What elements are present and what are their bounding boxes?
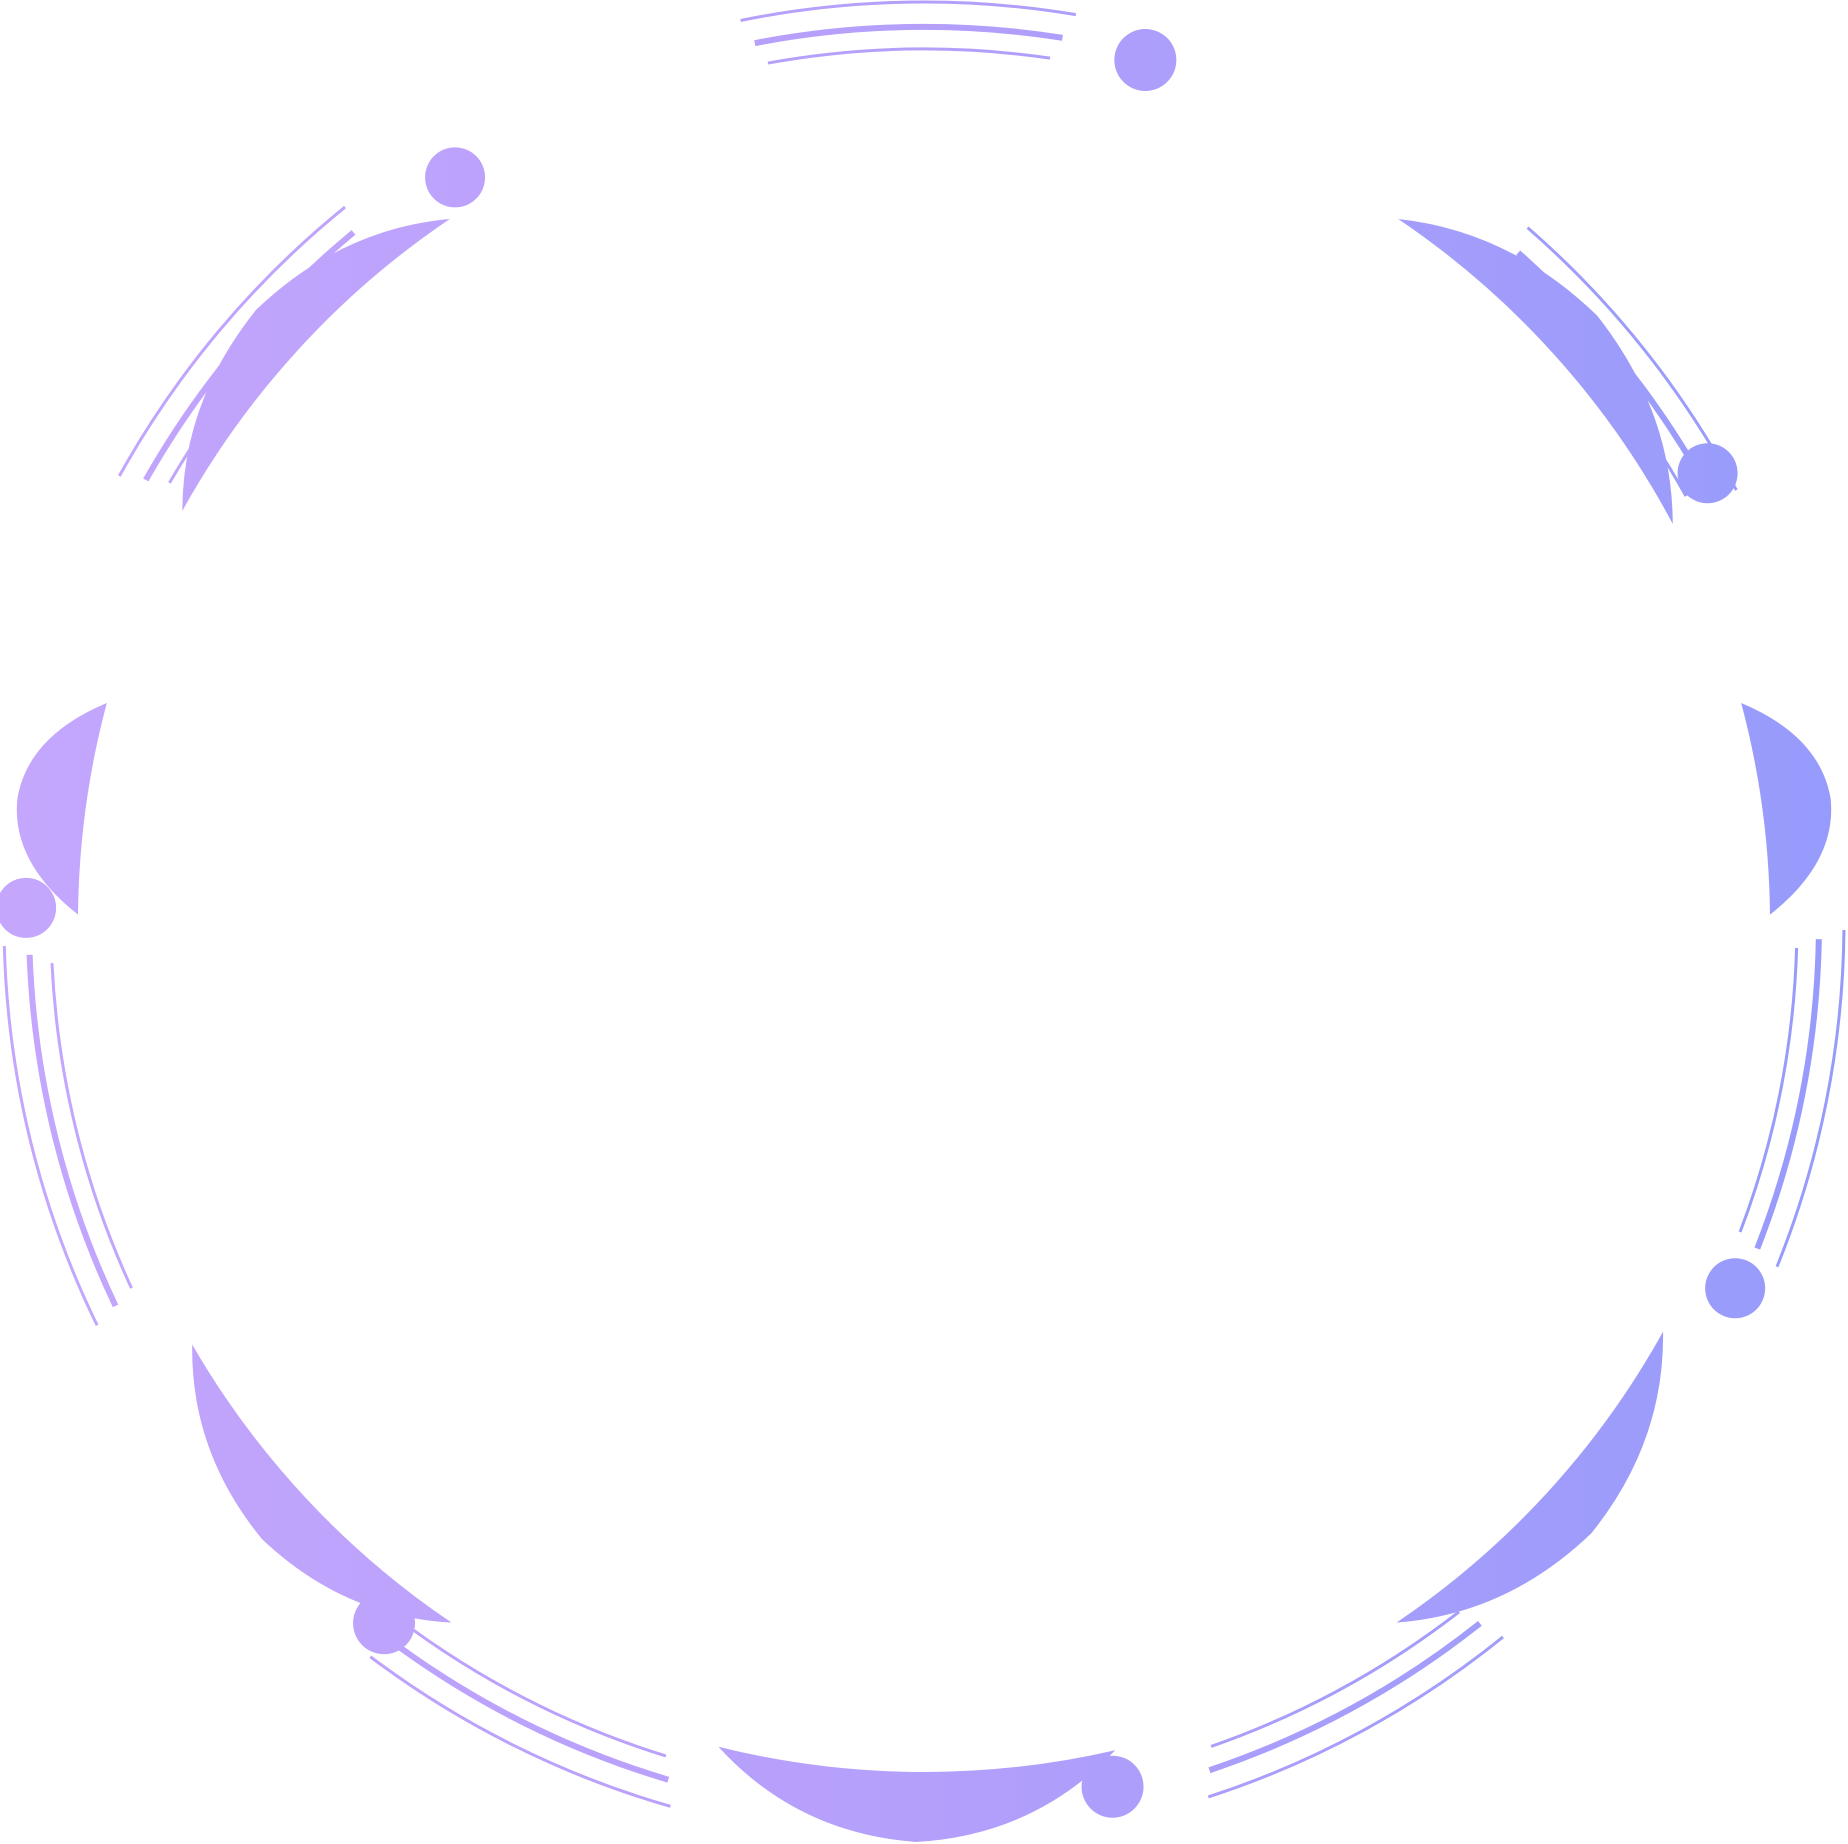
thin-arcs-right-upper-inner (1509, 274, 1688, 497)
thin-arcs-right-upper-mid (1516, 250, 1713, 496)
thin-arcs-bottom-left-inner (412, 1628, 667, 1758)
thin-arcs-top-inner (767, 47, 1051, 65)
thin-arcs-right-upper-outer (1526, 226, 1738, 491)
thick-arc-top-right (1398, 218, 1673, 524)
thin-arcs-bottom-left-outer (369, 1655, 671, 1808)
thin-arcs-bottom-left-mid (391, 1639, 670, 1783)
thin-arcs-right-lower-inner (1738, 947, 1799, 1233)
thin-arcs-left-upper-inner (168, 254, 362, 484)
dot-top (1114, 28, 1177, 91)
thin-arcs-top-mid (754, 24, 1063, 47)
thick-arc-bottom-left (192, 1344, 452, 1623)
thin-arcs-left-lower-outer (2, 946, 99, 1326)
thin-arcs-top-outer (740, 0, 1077, 22)
thin-arcs-left-upper-outer (118, 205, 346, 477)
thin-arcs-left-lower-inner (50, 963, 133, 1289)
dot-bottom-left (353, 1592, 416, 1655)
dot-left (0, 877, 57, 938)
thick-arc-left (16, 703, 107, 915)
thin-arcs-right-lower-outer (1775, 930, 1846, 1268)
thin-arcs-right-lower-mid (1754, 939, 1822, 1250)
thick-arc-right (1741, 703, 1832, 915)
thin-arcs-left-lower-mid (26, 954, 119, 1308)
dot-right (1705, 1258, 1766, 1319)
thick-arc-top-left (182, 218, 450, 511)
thin-arcs-bottom-right-mid (1208, 1621, 1482, 1774)
dot-bottom-right (1081, 1755, 1144, 1818)
thin-arcs-bottom-right-outer (1207, 1635, 1504, 1799)
dot-top-left (425, 147, 486, 208)
thick-arc-bottom (718, 1746, 1116, 1842)
thin-arcs-bottom-right-inner (1210, 1610, 1460, 1748)
thin-arcs-left-upper-mid (143, 230, 356, 482)
thick-arc-bottom-right (1396, 1331, 1664, 1623)
